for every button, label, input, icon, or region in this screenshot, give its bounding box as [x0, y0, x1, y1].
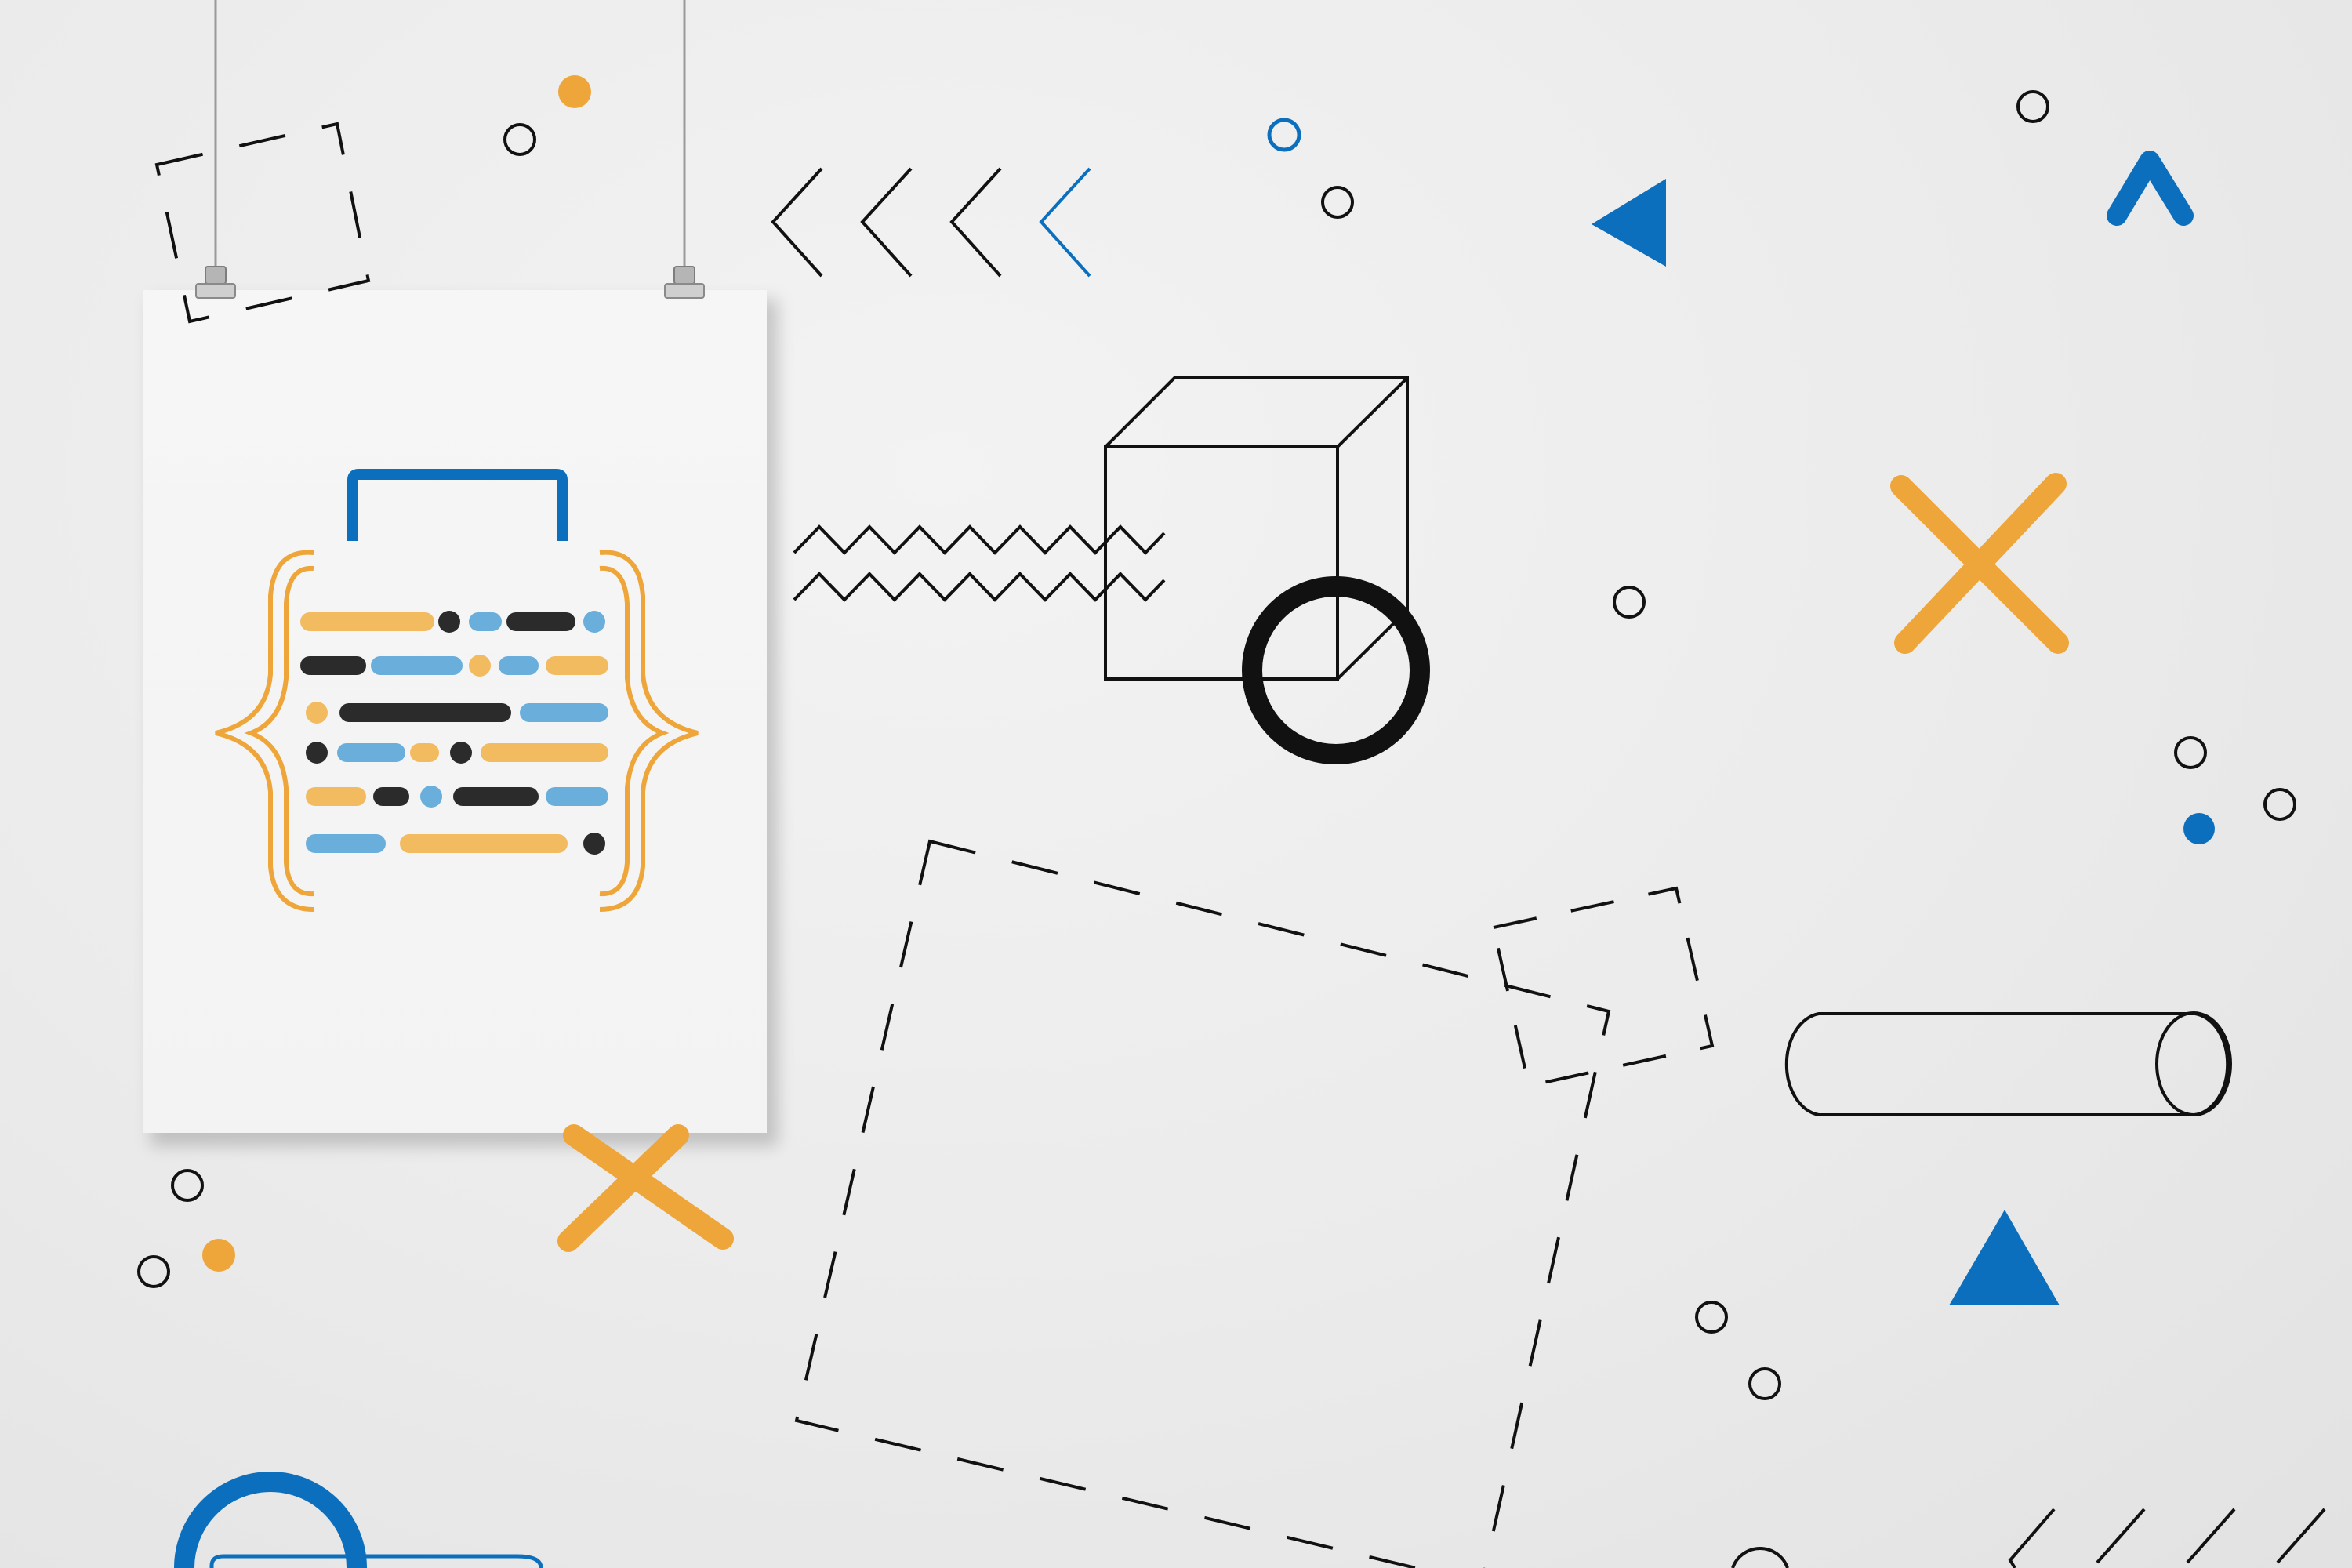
small-circle-icon [1695, 1301, 1728, 1334]
small-circle-icon [1613, 586, 1646, 619]
blue-ring-partial-icon [174, 1472, 367, 1568]
code-lines [300, 611, 608, 855]
clip-left-icon [195, 266, 236, 299]
dashed-square-medium [1491, 886, 1715, 1088]
blue-circle-icon [1267, 118, 1301, 152]
left-brace-icon [215, 550, 314, 912]
dashed-square-small [154, 122, 371, 324]
orange-cross-small-icon [557, 1124, 734, 1252]
small-circle-icon [1321, 186, 1354, 219]
small-circle-icon [2174, 736, 2207, 769]
blue-triangle-left-icon [1592, 179, 1666, 267]
blue-caret-icon [2107, 151, 2194, 226]
right-brace-icon [599, 550, 699, 912]
orange-dot-icon [558, 75, 591, 108]
blue-dot-icon [2183, 813, 2215, 844]
chevron-row-icon [771, 167, 1091, 278]
blue-triangle-up-icon [1949, 1210, 2060, 1305]
chevron-row-bottom-icon [2008, 1508, 2326, 1568]
orange-cross-icon [1890, 473, 2069, 654]
small-circle-icon [503, 123, 536, 156]
wireframe-cube-icon [1104, 376, 1409, 681]
orange-dot-icon [202, 1239, 235, 1272]
small-circle-icon [1748, 1367, 1781, 1400]
small-circle-icon [137, 1255, 170, 1288]
blue-cylinder-partial-icon [209, 1554, 543, 1568]
cylinder-icon [1784, 1011, 2232, 1116]
small-circle-icon [171, 1169, 204, 1202]
clip-right-icon [664, 266, 705, 299]
partial-circle-icon [1731, 1547, 1789, 1568]
zigzag-lines-icon [793, 524, 1166, 602]
small-circle-icon [2016, 90, 2049, 123]
bold-ring-icon [1242, 576, 1430, 764]
small-circle-icon [2263, 788, 2296, 821]
dashed-square-large [794, 839, 1611, 1568]
briefcase-handle [347, 469, 568, 541]
